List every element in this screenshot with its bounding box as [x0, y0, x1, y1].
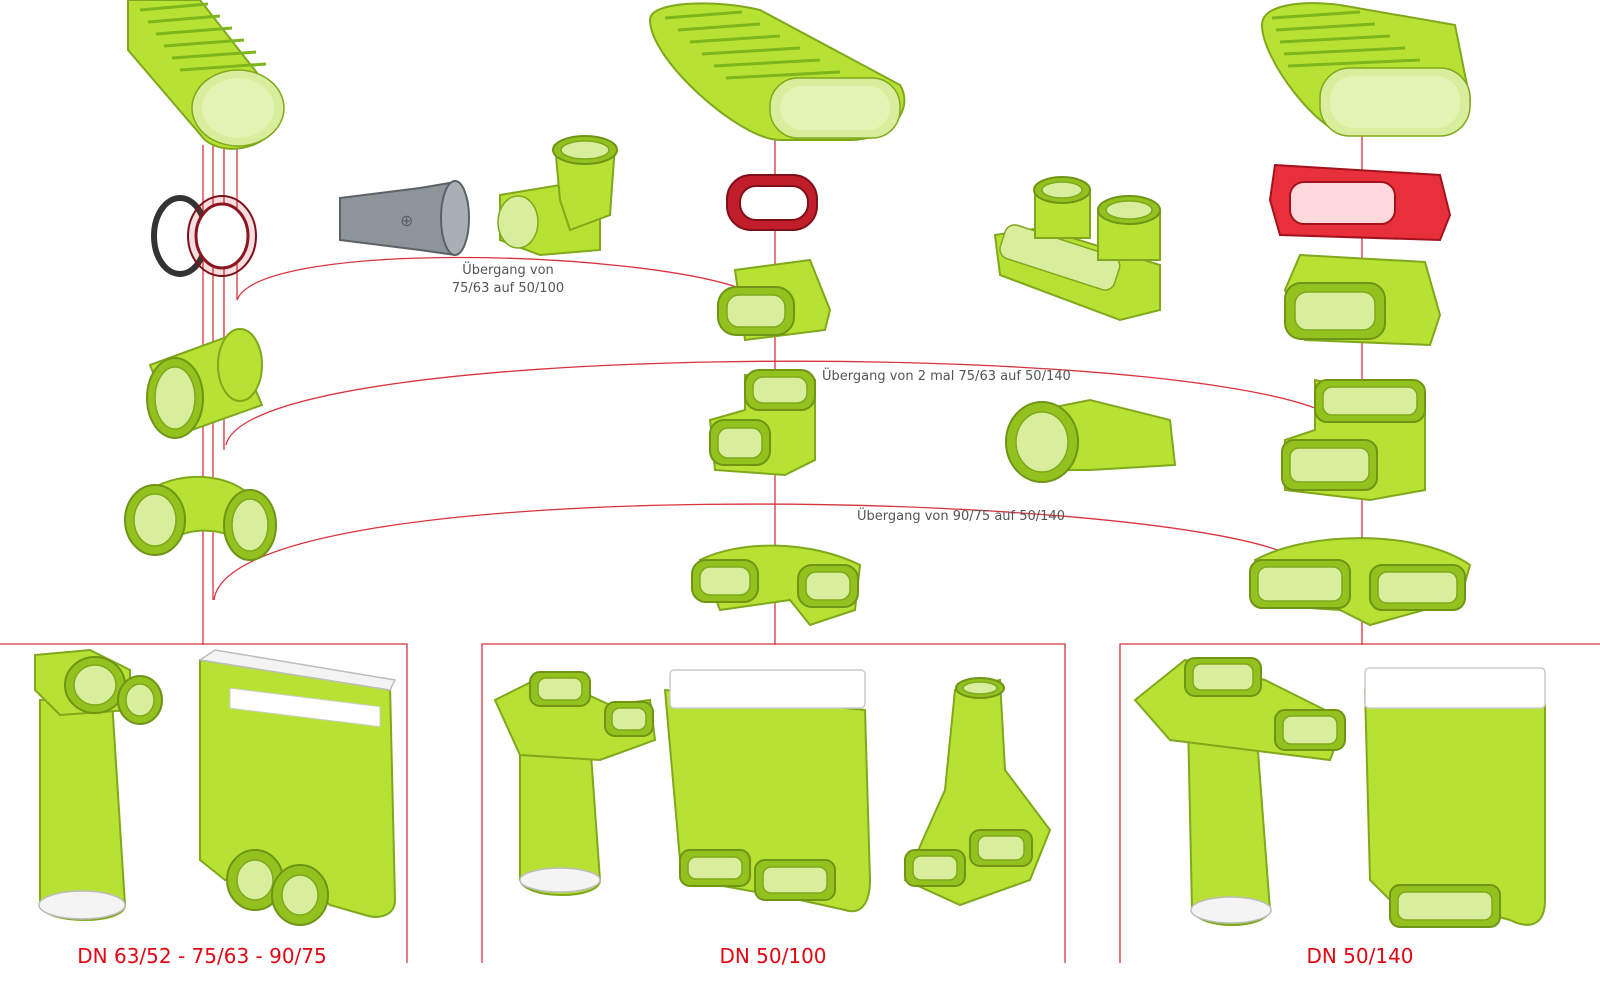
caption-left: DN 63/52 - 75/63 - 90/75 — [77, 944, 327, 968]
flat-seal-50-140 — [1268, 163, 1452, 242]
annotation-transition-1-line1: Übergang von — [462, 261, 554, 278]
caption-right: DN 50/140 — [1306, 944, 1413, 968]
flat-outlet-pipe-50-100 — [493, 671, 657, 896]
double-transition-2x75-63-to-50-140 — [993, 176, 1161, 322]
flat-outlet-pipe-50-140 — [1133, 657, 1347, 926]
flat-hose-50-140 — [1260, 2, 1472, 137]
transition-90-75-to-50-140 — [1005, 398, 1177, 483]
flat-vertical-elbow-50-140 — [1281, 378, 1426, 502]
flat-coupling-50-140 — [1283, 253, 1442, 347]
green-transition-elbow — [497, 135, 618, 257]
round-elbow — [124, 475, 277, 561]
annotation-transition-1-line2: 75/63 auf 50/100 — [452, 281, 564, 296]
svg-text:⊕: ⊕ — [400, 211, 413, 230]
caption-middle: DN 50/100 — [719, 944, 826, 968]
flat-horizontal-elbow-50-100 — [691, 544, 862, 627]
flat-horizontal-elbow-50-140 — [1249, 537, 1472, 627]
round-flex-hose — [127, 0, 285, 150]
round-coupling — [146, 328, 264, 439]
section-frames — [0, 643, 1600, 963]
annotation-transition-3: Übergang von 90/75 auf 50/140 — [857, 507, 1065, 524]
seal-rings — [151, 195, 257, 277]
angled-transition-piece-50-100 — [903, 677, 1052, 907]
round-collector-box — [197, 649, 397, 926]
flat-vertical-elbow-50-100 — [708, 369, 816, 477]
flat-collector-box-50-100 — [663, 669, 872, 913]
flat-collector-box-50-140 — [1363, 667, 1546, 928]
flat-hose-50-100 — [648, 2, 906, 141]
annotation-transition-2: Übergang von 2 mal 75/63 auf 50/140 — [822, 367, 1071, 384]
flat-coupling-50-100 — [717, 258, 832, 342]
flat-seal-50-100 — [726, 174, 818, 231]
round-outlet-pipe — [34, 648, 163, 921]
metal-transition-75-63-to-50-100: ⊕ — [339, 180, 470, 257]
